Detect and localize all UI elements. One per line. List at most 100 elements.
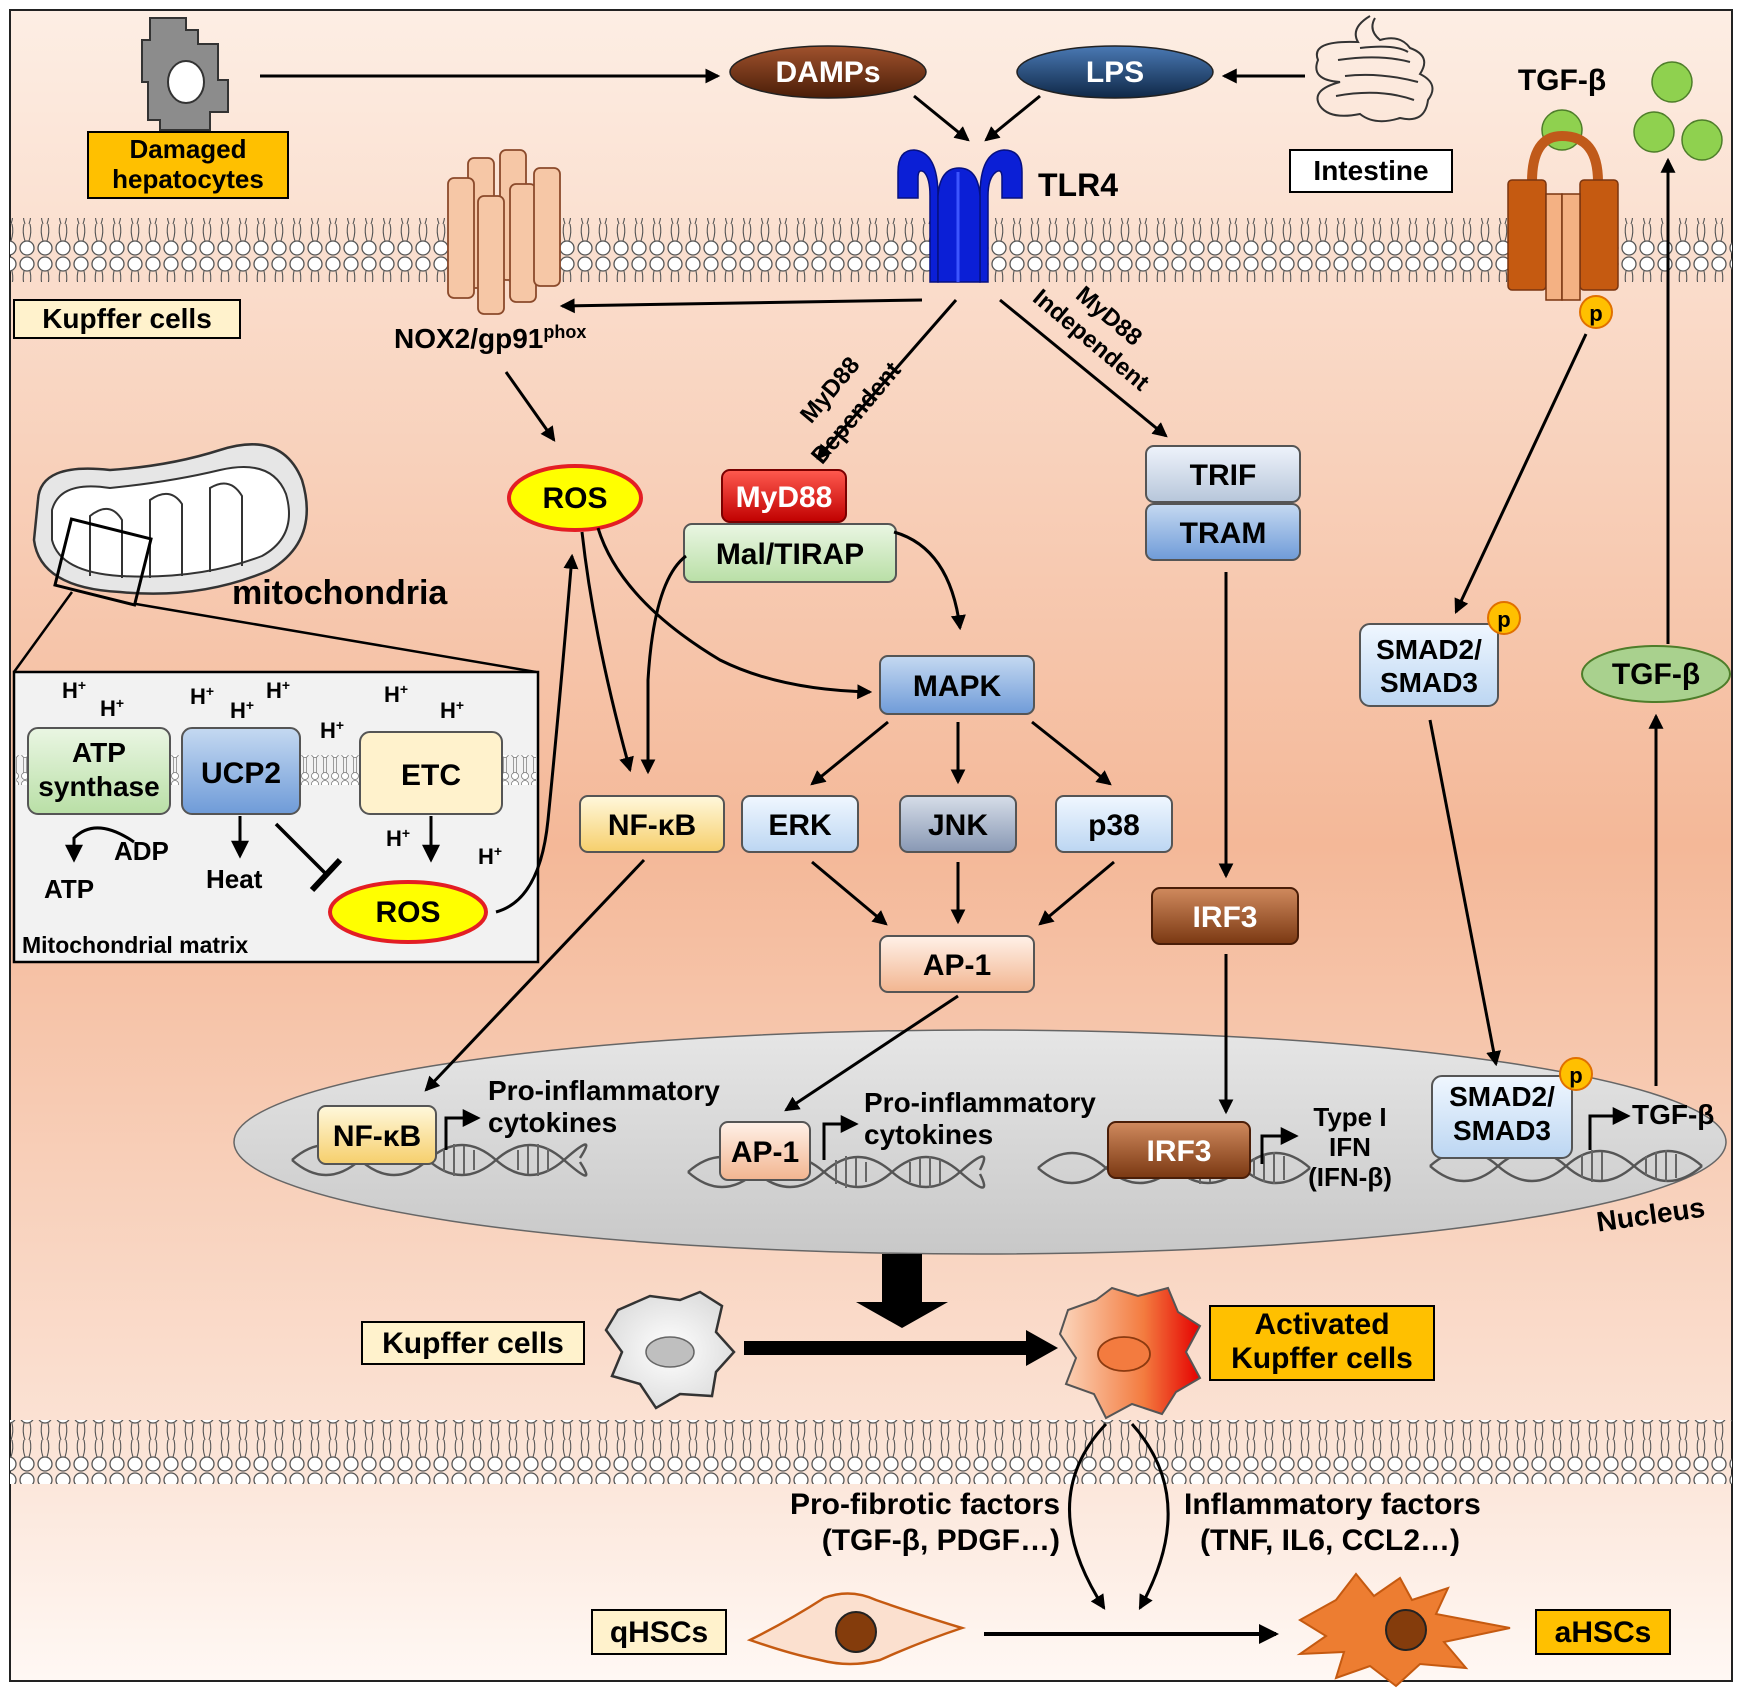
qhscs-box [591,1609,727,1655]
arrow-tlr4-to-myd88 [816,299,958,460]
h-plus-9: H+ [386,825,410,851]
type1-ifn-label-3: (IFN-β) [1308,1162,1392,1192]
mal-tirap-box [683,523,897,583]
nox2-label: NOX2/gp91phox [394,322,586,354]
heat-label: Heat [206,864,263,894]
h-plus-8: H+ [440,697,464,723]
arrow-receptor-to-smad [1454,333,1588,615]
tgfb-nuc-label: TGF-β [1632,1099,1714,1130]
arrow-erk-to-ap1 [811,860,888,926]
tgfb-mid-label: TGF-β [1612,658,1700,691]
ucp2-label: UCP2 [201,757,281,790]
intestine-label: Intestine [1313,155,1428,186]
nox2-label-main: NOX2/gp91 [394,323,543,354]
arrow-nfkb-transcription [444,1109,481,1150]
nox2-label-sup: phox [543,322,586,342]
arrow-adp-to-atp [65,826,135,863]
jnk-label: JNK [928,809,988,842]
lps-ellipse [1016,45,1214,99]
proinflam-1-label-2: cytokines [488,1107,617,1138]
etc-box [359,731,503,815]
tgfb-mid-ellipse [1581,645,1731,703]
h-plus-6: H+ [320,717,344,743]
phospho-badge-receptor [1579,295,1613,329]
inflammatory-label-1: Inflammatory factors [1184,1488,1481,1521]
arrow-mapk-to-p38 [1031,720,1112,786]
nucleus-shape [233,1029,1727,1255]
arrow-maltirap-to-mapk [893,530,966,631]
profibrotic-label-2: (TGF-β, PDGF…) [822,1524,1060,1557]
trif-box [1145,445,1301,503]
trif-label: TRIF [1190,459,1257,492]
ros-top-ellipse [507,464,643,532]
damaged-hepatocyte-icon [141,17,229,131]
irf3-box [1151,887,1299,945]
kupffer-cells-top-box [13,299,241,339]
ap1-nuc-label: AP-1 [731,1136,799,1169]
smad-nuc-label-1: SMAD2/ [1449,1081,1555,1112]
damaged-hepatocytes-label-1: Damaged [129,134,246,164]
proinflam-2-label-1: Pro-inflammatory [864,1087,1096,1118]
cell-membrane-top [10,218,1732,282]
atp-synthase-box [27,727,171,815]
irf3-nuc-box [1107,1121,1251,1179]
phospho-label-smad-cyto: p [1497,607,1510,632]
nfkb-nuc-box [317,1105,437,1165]
kupffer-cells-bottom-label: Kupffer cells [382,1327,564,1360]
arrow-maltirap-to-nfkb [640,554,687,775]
tgfb-top-label: TGF-β [1518,64,1606,97]
activated-kupffer-label-1: Activated [1254,1308,1389,1341]
h-plus-2: H+ [100,695,124,721]
dna-4-strand-b [1429,1149,1703,1183]
ros-matrix-ellipse [328,880,488,944]
nfkb-box [579,795,725,853]
cell-membrane-bottom [10,1420,1732,1484]
activated-kupffer-label-2: Kupffer cells [1231,1342,1413,1375]
tlr4-receptor-icon [897,149,1023,283]
nox2-complex-icon [447,149,561,315]
intestine-icon [1315,15,1434,123]
tgfb-receptor-icon [1507,130,1619,301]
arrow-tlr4-to-trif [999,298,1168,438]
arrow-smad-to-nucleus [1428,719,1501,1067]
activated-kupffer-cell-icon [1058,1286,1202,1420]
ahscs-label: aHSCs [1555,1616,1652,1649]
adp-label: ADP [114,836,169,866]
damaged-hepatocytes-label-2: hepatocytes [112,164,264,194]
zoom-line-left [12,591,74,673]
erk-label: ERK [768,809,832,842]
etc-label: ETC [401,759,461,792]
tlr4-label: TLR4 [1038,167,1118,203]
smad-cyto-label-2: SMAD3 [1380,667,1478,698]
tram-label: TRAM [1180,517,1267,550]
myd88-box [721,469,847,523]
arrow-ros-to-nfkb [580,531,634,773]
type1-ifn-label-1: Type I [1313,1102,1386,1132]
mitochondrion-icon [32,443,309,607]
ros-top-label: ROS [542,482,607,515]
arrow-nfkb-to-nucleus [424,858,646,1092]
phospho-badge-smad-cyto [1487,601,1521,635]
ap1-box [879,935,1035,993]
activated-kupffer-box [1209,1305,1435,1381]
h-plus-10: H+ [478,843,502,869]
phospho-badge-smad-nuc [1559,1057,1593,1091]
nfkb-label: NF-κB [608,809,696,842]
arrow-irf3-transcription [1260,1127,1299,1164]
arrow-damps-to-tlr4 [913,94,970,142]
ahscs-box [1535,1609,1671,1655]
damps-ellipse [729,45,927,99]
nfkb-nuc-label: NF-κB [333,1120,421,1153]
arrow-mito-ros-to-ros [495,553,579,914]
irf3-nuc-label: IRF3 [1146,1135,1211,1168]
arrow-ap1-to-nucleus [784,994,959,1112]
proinflam-2-label-2: cytokines [864,1119,993,1150]
smad-cyto-box [1359,623,1499,707]
lps-label: LPS [1086,56,1144,89]
kupffer-cell-icon [604,1290,736,1410]
arrow-p38-to-ap1 [1038,860,1115,926]
h-plus-1: H+ [62,677,86,703]
qhscs-label: qHSCs [610,1616,708,1649]
atp-label: ATP [44,874,94,904]
